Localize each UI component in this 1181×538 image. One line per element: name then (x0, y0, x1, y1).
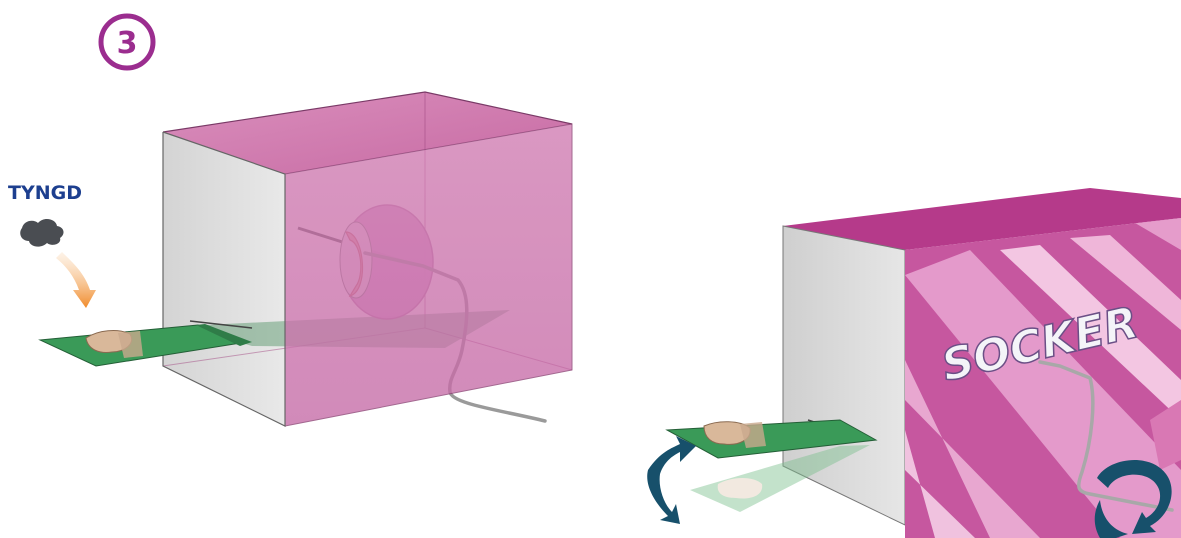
transparent-box (162, 91, 573, 427)
step-badge: 3 (98, 13, 156, 71)
step-number: 3 (117, 26, 138, 61)
down-arrow-icon (56, 252, 96, 308)
weight-blob-icon (20, 219, 64, 247)
paper-strip-right (665, 419, 878, 459)
rotate-arrow-icon (1094, 460, 1172, 538)
weight-label: TYNGD (8, 182, 82, 204)
sugar-box: SOCKER (782, 188, 1181, 538)
paper-strip-ghost (690, 445, 870, 512)
tilt-arrow-icon (647, 436, 696, 524)
crank-wire-right (1038, 360, 1174, 512)
paper-strip-left (38, 324, 252, 367)
